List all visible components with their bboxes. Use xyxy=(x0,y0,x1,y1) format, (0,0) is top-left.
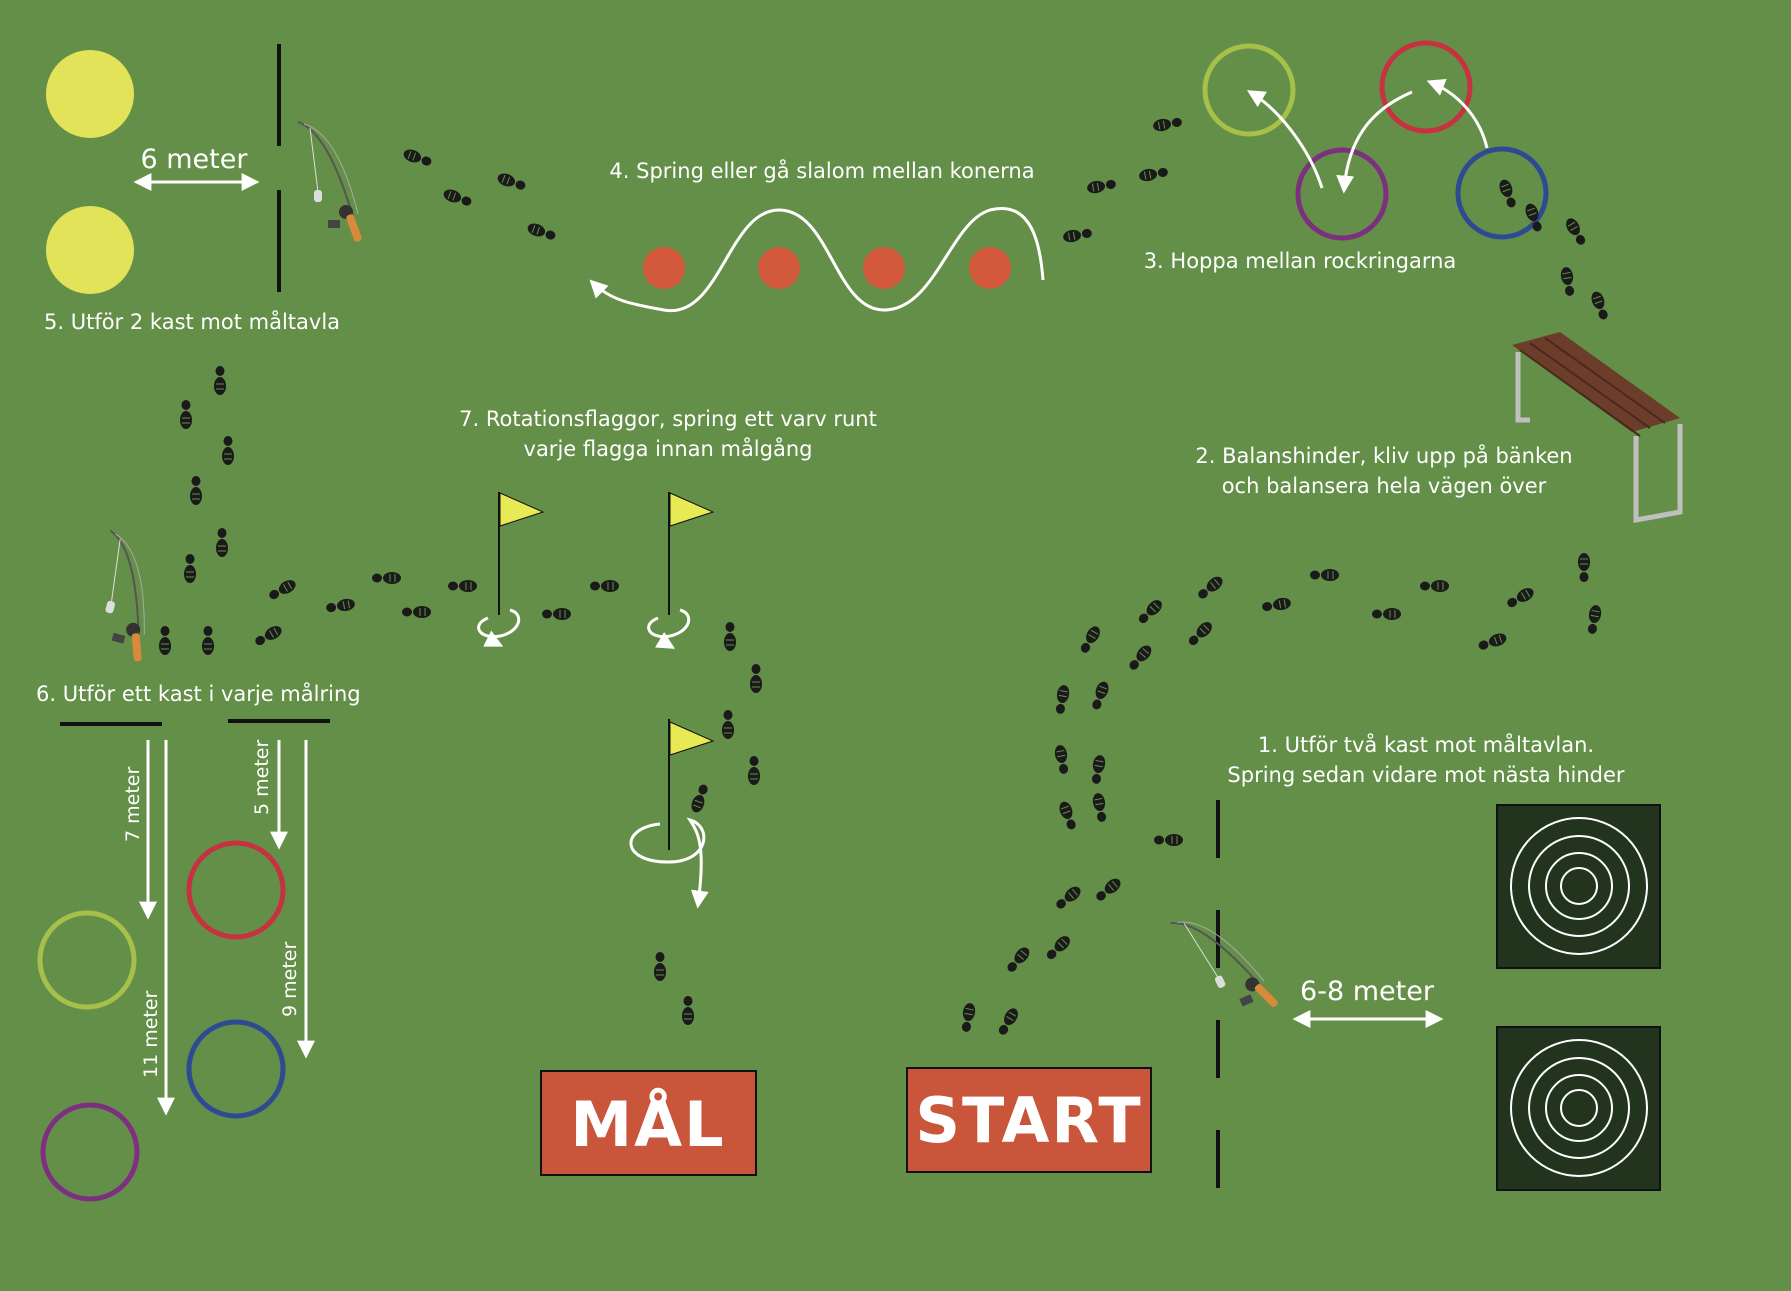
footprint-icon xyxy=(213,365,227,396)
footprint-icon xyxy=(681,995,695,1026)
footprint-icon xyxy=(1153,833,1184,847)
station-2-label-line1: 2. Balanshinder, kliv upp på bänken xyxy=(1195,443,1572,468)
footprint-icon xyxy=(653,951,667,982)
ring-purple xyxy=(40,1102,140,1202)
footprint-icon xyxy=(1309,568,1340,582)
slalom-arrow xyxy=(589,207,1045,312)
distance-label-6-8: 6-8 meter xyxy=(1300,976,1435,1007)
goal-sign: MÅL xyxy=(540,1070,757,1176)
flag-icon xyxy=(629,719,715,909)
footprint-icon xyxy=(201,625,215,656)
distance-label-9: 9 meter xyxy=(279,942,301,1017)
station-1-label-line1: 1. Utför två kast mot måltavlan. xyxy=(1258,732,1594,757)
footprint-icon xyxy=(1371,607,1402,621)
station-4-label: 4. Spring eller gå slalom mellan konerna xyxy=(609,158,1034,183)
footprint-icon xyxy=(589,579,620,593)
cone-2 xyxy=(758,247,800,289)
footprint-icon xyxy=(179,399,193,430)
footprint-icon xyxy=(1577,552,1591,583)
target-board-icon xyxy=(1496,804,1661,969)
station-7-label-line1: 7. Rotationsflaggor, spring ett varv run… xyxy=(459,407,877,431)
station-2-label-line2: och balansera hela vägen över xyxy=(1222,474,1547,498)
distance-label-6: 6 meter xyxy=(141,144,249,175)
distance-label-5: 5 meter xyxy=(251,740,273,815)
footprint-icon xyxy=(447,579,478,593)
footprint-icon xyxy=(541,607,572,621)
station-6-label: 6. Utför ett kast i varje målring xyxy=(36,681,361,706)
footprint-icon xyxy=(723,621,737,652)
hop-arrow-1 xyxy=(1426,78,1489,149)
ring-blue xyxy=(186,1019,286,1119)
footprint-icon xyxy=(183,553,197,584)
ring-green xyxy=(37,910,137,1010)
cone-1 xyxy=(643,247,685,289)
footprint-icon xyxy=(215,527,229,558)
footprint-icon xyxy=(747,755,761,786)
distance-label-7: 7 meter xyxy=(122,767,144,842)
station-7-label-line2: varje flagga innan målgång xyxy=(524,436,813,461)
cone-4 xyxy=(969,247,1011,289)
bench-icon xyxy=(1512,332,1683,523)
start-sign: START xyxy=(906,1067,1152,1173)
hoop-red xyxy=(1379,40,1473,134)
hoop-purple xyxy=(1295,147,1389,241)
ring-red xyxy=(186,840,286,940)
yellow-target-bottom xyxy=(46,206,134,294)
flag-icon xyxy=(647,492,715,649)
hop-arrow-2 xyxy=(1336,90,1413,194)
cone-3 xyxy=(863,247,905,289)
hop-arrow-3 xyxy=(1246,90,1324,189)
footprint-icon xyxy=(749,663,763,694)
footprint-icon xyxy=(189,475,203,506)
station-1-label-line2: Spring sedan vidare mot nästa hinder xyxy=(1227,763,1625,787)
footprint-icon xyxy=(401,605,432,619)
svg-text:MÅL: MÅL xyxy=(570,1088,725,1161)
footprint-icon xyxy=(1419,579,1450,593)
footprint-icon xyxy=(371,571,402,585)
target-board-icon xyxy=(1496,1026,1661,1191)
station-5-label: 5. Utför 2 kast mot måltavla xyxy=(44,309,340,334)
footprint-icon xyxy=(158,625,172,656)
distance-label-11: 11 meter xyxy=(140,990,162,1078)
hoop-blue xyxy=(1455,146,1549,240)
yellow-target-top xyxy=(46,50,134,138)
station-3-label: 3. Hoppa mellan rockringarna xyxy=(1144,249,1457,273)
flag-icon xyxy=(477,492,545,647)
footprint-icon xyxy=(721,709,735,740)
svg-text:START: START xyxy=(915,1084,1142,1157)
footprint-icon xyxy=(221,435,235,466)
hoop-green xyxy=(1202,43,1296,137)
